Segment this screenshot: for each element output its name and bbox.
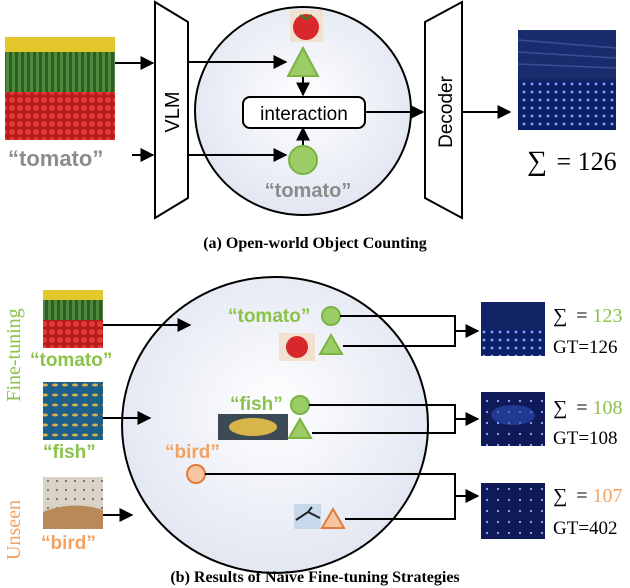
pred-tomato: ∑ = 123 <box>553 305 623 327</box>
image-token-fish <box>287 417 313 439</box>
left-label-tomato: “tomato” <box>30 350 112 371</box>
side-label-unseen: Unseen <box>3 500 25 560</box>
inner-label-tomato: “tomato” <box>228 306 310 327</box>
text-token-circle <box>288 145 318 175</box>
side-label-finetuning: Fine-tuning <box>3 308 25 401</box>
text-token-tomato <box>321 306 341 326</box>
text-token-bird <box>186 464 206 484</box>
left-label-bird: “bird” <box>41 533 96 554</box>
gt-tomato: GT=126 <box>553 337 618 358</box>
tomato-thumbnail-b <box>279 333 315 361</box>
gt-fish: GT=108 <box>553 428 618 449</box>
sum-symbol: ∑ <box>553 397 567 419</box>
caption-b: (b) Results of Naive Fine-tuning Strateg… <box>170 569 459 586</box>
pred-prefix: = <box>576 485 587 507</box>
pred-prefix: = <box>576 305 587 327</box>
sum-symbol: ∑ <box>553 485 567 507</box>
inner-label-bird: “bird” <box>165 442 220 463</box>
decoder-block <box>424 0 463 220</box>
caption-a: (a) Open-world Object Counting <box>203 235 427 252</box>
text-token-fish <box>290 395 310 415</box>
vlm-block <box>154 0 189 220</box>
sum-symbol: ∑ <box>527 146 547 177</box>
pred-value-tomato: 123 <box>593 305 623 327</box>
left-label-fish: “fish” <box>43 442 96 463</box>
input-image-vegetables <box>5 37 115 140</box>
pred-value-fish: 108 <box>593 397 623 419</box>
query-label-inner: “tomato” <box>265 180 352 202</box>
image-token-bird <box>320 507 346 529</box>
decoder-label: Decoder <box>436 75 457 147</box>
bird-thumbnail-b <box>294 504 321 529</box>
output-density-map <box>517 30 617 130</box>
input-image-tomato <box>43 290 103 348</box>
count-value: = 126 <box>556 147 616 176</box>
sum-symbol: ∑ <box>553 305 567 327</box>
output-map-tomato <box>481 302 545 356</box>
query-label-left: “tomato” <box>8 146 103 171</box>
count-result-a: ∑ = 126 <box>527 146 617 177</box>
output-map-bird <box>481 483 545 539</box>
pred-value-bird: 107 <box>593 485 623 507</box>
input-image-bird <box>43 477 103 529</box>
vlm-label: VLM <box>162 91 184 132</box>
output-map-fish <box>481 392 545 446</box>
image-token-tomato <box>318 333 344 355</box>
gt-bird: GT=402 <box>553 518 618 539</box>
tomato-thumbnail <box>290 10 323 42</box>
inner-label-fish: “fish” <box>230 394 283 415</box>
pred-fish: ∑ = 108 <box>553 397 623 419</box>
input-image-fish <box>43 382 103 440</box>
pred-prefix: = <box>576 397 587 419</box>
fish-thumbnail-b <box>218 414 288 440</box>
image-token-triangle <box>286 45 320 77</box>
interaction-label: interaction <box>260 104 348 125</box>
pred-bird: ∑ = 107 <box>553 485 623 507</box>
